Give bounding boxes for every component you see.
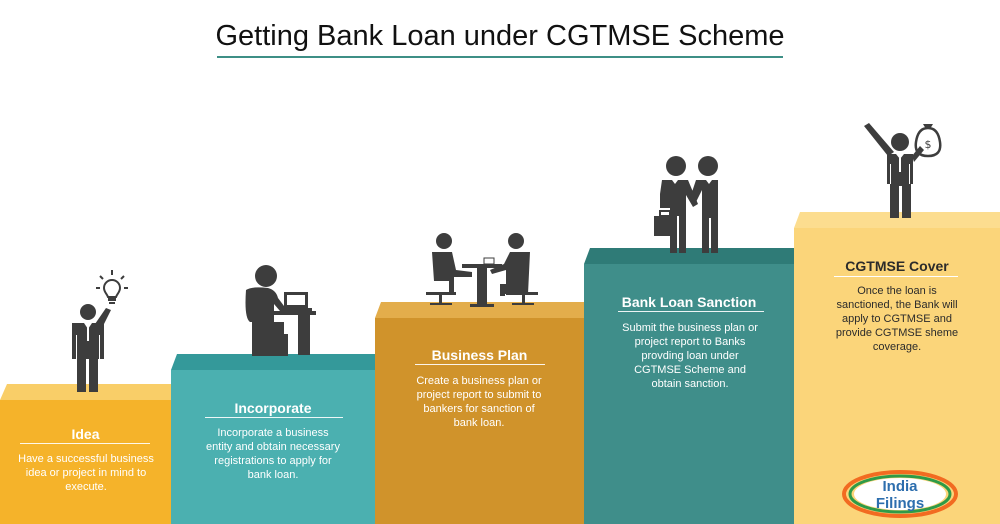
step-cgtmse-cover-description: Once the loan is sanctioned, the Bank wi… (835, 285, 959, 353)
step-bank-loan-sanction-title: Bank Loan Sanction (621, 294, 757, 310)
india-filings-logo: India Filings (842, 470, 958, 518)
dollar-sign-icon: $ (925, 138, 932, 151)
step-incorporate-title: Incorporate (234, 400, 312, 416)
step-incorporate-description: Incorporate a business entity and obtain… (206, 427, 340, 481)
handshake-icon (654, 156, 722, 253)
step-bank-loan-sanction-description: Submit the business plan or project repo… (622, 322, 758, 390)
step-idea-divider (20, 443, 150, 444)
logo-text-filings: Filings (876, 495, 924, 512)
person-at-desk-icon (245, 265, 316, 356)
step-business-plan-divider (415, 364, 545, 365)
step-cgtmse-cover: CGTMSE Cover Once the loan is sanctioned… (794, 212, 1000, 524)
step-cgtmse-cover-title: CGTMSE Cover (845, 258, 949, 274)
logo-text-india: India (882, 478, 918, 495)
idea-lightbulb-person-icon (72, 270, 128, 392)
step-business-plan: Business Plan Create a business plan or … (375, 302, 584, 524)
step-business-plan-description: Create a business plan or project report… (416, 375, 542, 429)
page-title: Getting Bank Loan under CGTMSE Scheme (215, 20, 785, 52)
meeting-at-table-icon (426, 233, 538, 307)
step-bank-loan-sanction: Bank Loan Sanction Submit the business p… (584, 248, 794, 524)
celebrating-person-money-bag-icon: $ (864, 123, 942, 218)
step-business-plan-title: Business Plan (431, 347, 528, 363)
step-cgtmse-cover-divider (834, 276, 958, 277)
step-idea-description: Have a successful business idea or proje… (18, 453, 154, 493)
step-idea: Idea Have a successful business idea or … (0, 384, 171, 524)
title-underline (217, 56, 783, 58)
step-incorporate-divider (205, 417, 343, 418)
step-bank-loan-sanction-divider (618, 311, 764, 312)
step-incorporate: Incorporate Incorporate a business entit… (171, 354, 375, 524)
step-idea-title: Idea (71, 426, 100, 442)
